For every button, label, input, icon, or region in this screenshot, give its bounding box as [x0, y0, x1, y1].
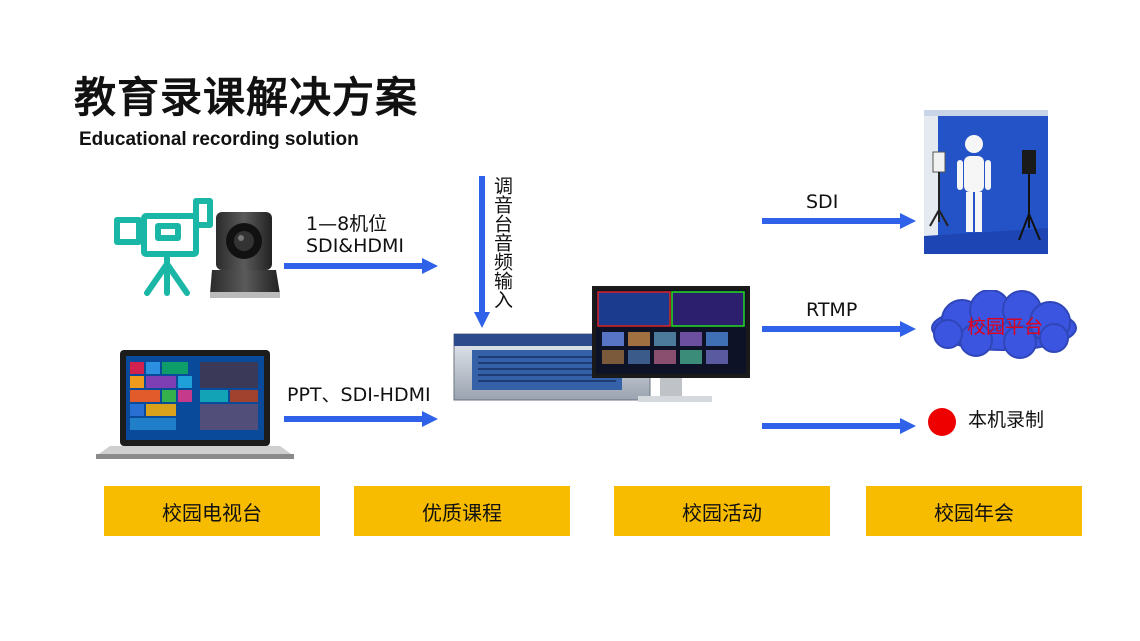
page-subtitle: Educational recording solution: [79, 129, 359, 150]
rtmp-label: RTMP: [806, 299, 858, 321]
scenario-label: 校园活动: [682, 500, 762, 525]
scenario-label: 优质课程: [422, 500, 502, 525]
scenario-box-campus-tv: 校园电视台: [104, 486, 320, 536]
studio-image: [924, 110, 1048, 254]
scenario-label: 校园电视台: [162, 500, 262, 525]
record-arrow: [762, 418, 916, 434]
camera-arrow: [284, 258, 438, 274]
scenario-label: 校园年会: [934, 500, 1014, 525]
rtmp-arrow: [762, 321, 916, 337]
sdi-label: SDI: [806, 191, 839, 213]
audio-arrow: [474, 176, 490, 328]
laptop-arrow: [284, 411, 438, 427]
switcher-device-image: [453, 286, 750, 402]
audio-input-label: 调音台音频输入: [491, 176, 513, 309]
page-title: 教育录课解决方案: [74, 73, 419, 122]
cloud-icon: [931, 290, 1077, 359]
local-record-label: 本机录制: [968, 409, 1045, 431]
camera-label-line2: SDI&HDMI: [306, 235, 405, 257]
record-dot-icon: [928, 408, 956, 436]
scenario-box-annual-meeting: 校园年会: [866, 486, 1082, 536]
sdi-arrow: [762, 213, 916, 229]
scenario-box-campus-activity: 校园活动: [614, 486, 830, 536]
camera-label-line1: 1—8机位: [306, 213, 388, 235]
camera-outline-icon: [114, 198, 213, 296]
laptop-label: PPT、SDI-HDMI: [287, 384, 431, 406]
cloud-label: 校园平台: [966, 316, 1043, 338]
laptop-image: [96, 350, 294, 459]
scenario-box-quality-course: 优质课程: [354, 486, 570, 536]
ptz-camera-image: [210, 212, 280, 298]
